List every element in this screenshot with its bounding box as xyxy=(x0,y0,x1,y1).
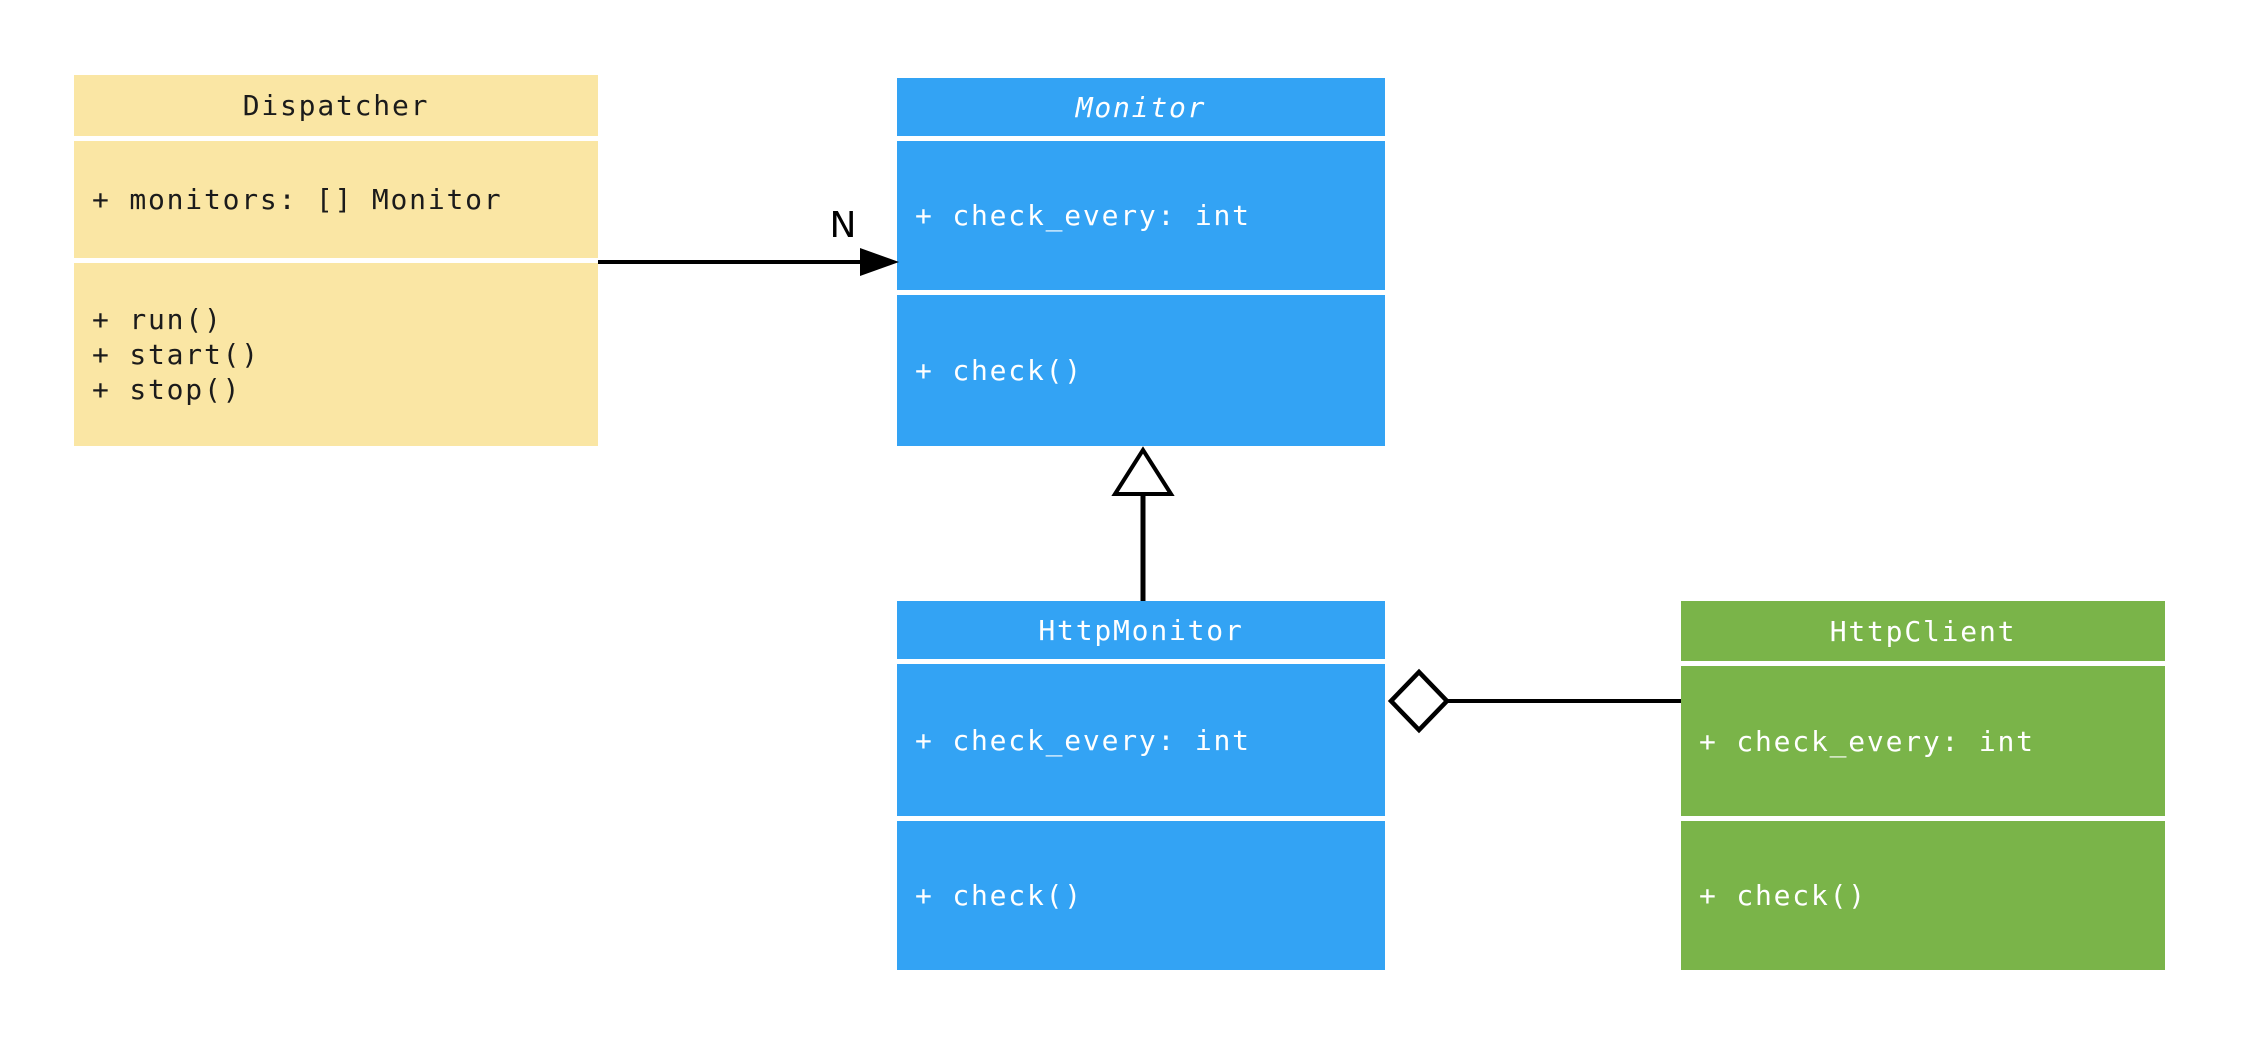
attributes-compartment: + check_every: int xyxy=(1681,666,2165,816)
methods-compartment: + check() xyxy=(1681,821,2165,970)
method-line: + check() xyxy=(915,879,1083,912)
attributes-compartment: + monitors: [] Monitor xyxy=(74,141,598,258)
method-line: + start() xyxy=(92,338,260,371)
aggregation-diamond-icon xyxy=(1387,668,1451,734)
class-monitor: Monitor + check_every: int + check() xyxy=(897,78,1385,446)
class-title-http-monitor: HttpMonitor xyxy=(897,601,1385,659)
class-name-label: Dispatcher xyxy=(242,89,430,122)
association-arrowhead-icon xyxy=(860,248,899,276)
attributes-compartment: + check_every: int xyxy=(897,664,1385,816)
class-dispatcher: Dispatcher + monitors: [] Monitor + run(… xyxy=(74,75,598,446)
attribute-line: + check_every: int xyxy=(915,723,1251,757)
class-title-dispatcher: Dispatcher xyxy=(74,75,598,136)
class-name-label: Monitor xyxy=(1075,90,1207,124)
method-line: + check() xyxy=(915,354,1083,387)
attributes-compartment: + check_every: int xyxy=(897,141,1385,290)
methods-compartment: + run() + start() + stop() xyxy=(74,263,598,446)
class-name-label: HttpClient xyxy=(1829,614,2017,648)
class-name-label: HttpMonitor xyxy=(1038,613,1244,647)
class-http-client: HttpClient + check_every: int + check() xyxy=(1681,601,2165,970)
attribute-line: + check_every: int xyxy=(915,199,1251,232)
generalization-triangle-icon xyxy=(1111,446,1175,496)
multiplicity-label: N xyxy=(829,205,857,246)
class-title-monitor: Monitor xyxy=(897,78,1385,136)
method-line: + run() xyxy=(92,303,223,336)
method-line: + stop() xyxy=(92,373,242,406)
methods-compartment: + check() xyxy=(897,821,1385,970)
attribute-line: + check_every: int xyxy=(1699,724,2035,758)
methods-compartment: + check() xyxy=(897,295,1385,446)
class-http-monitor: HttpMonitor + check_every: int + check() xyxy=(897,601,1385,970)
method-line: + check() xyxy=(1699,879,1867,912)
class-title-http-client: HttpClient xyxy=(1681,601,2165,661)
attribute-line: + monitors: [] Monitor xyxy=(92,183,503,216)
